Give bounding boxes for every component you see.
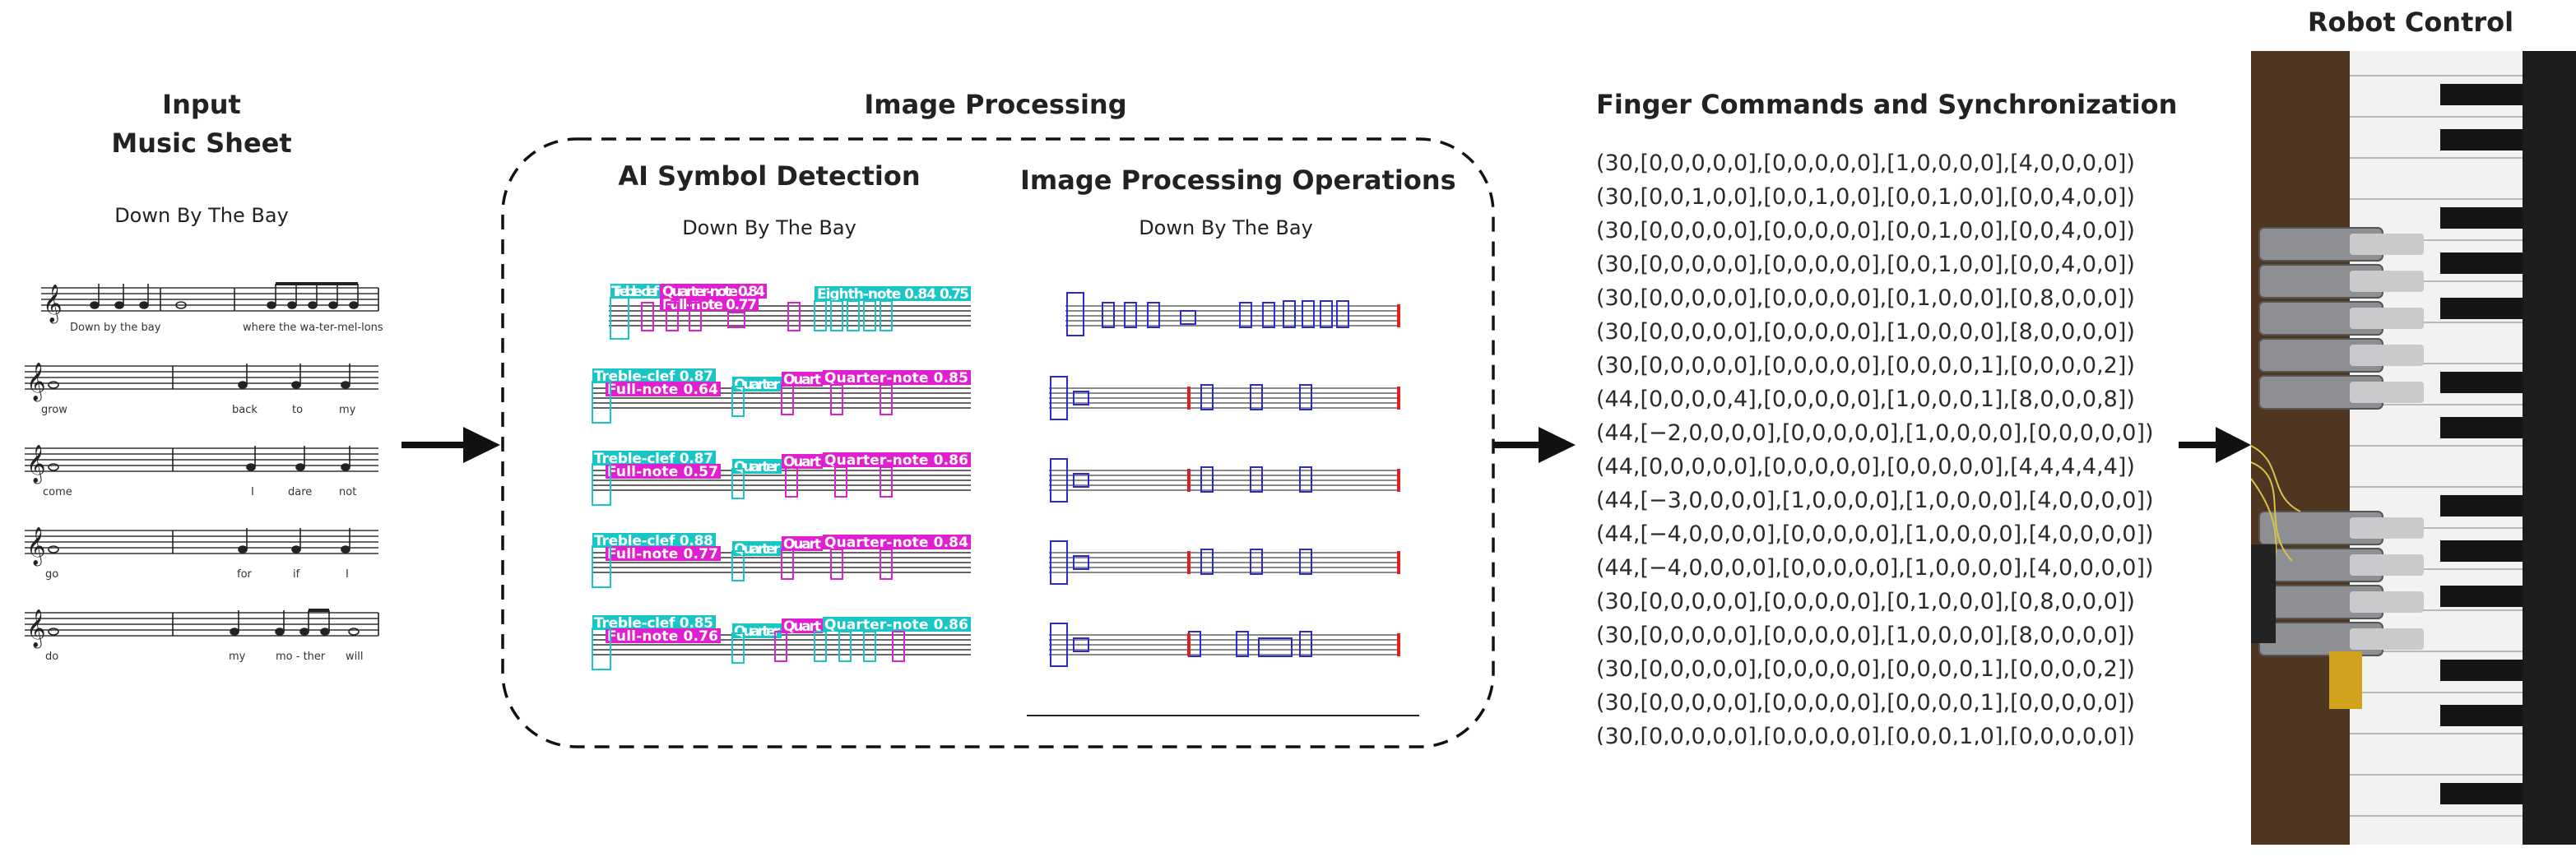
lyric-will: will: [346, 651, 363, 663]
command-line: (30,[0,0,1,0,0],[0,0,1,0,0],[0,0,1,0,0],…: [1596, 184, 2135, 210]
command-line: (30,[0,0,0,0,0],[0,0,0,0,0],[0,0,1,0,0],…: [1596, 252, 2135, 277]
lyric-come: come: [43, 486, 72, 498]
lyric-not: not: [339, 486, 356, 498]
lyric-i: I: [251, 486, 254, 498]
ai-label-row2-c: Quarter: [734, 377, 781, 393]
ai-label-row5-b: Full-note 0.76: [607, 628, 718, 645]
ai-label-row1-d: Eighth-note 0.84: [817, 286, 936, 303]
ai-label-row5-c: Quarter: [734, 623, 781, 640]
lyric-back: back: [232, 404, 258, 416]
robot-heading: Robot Control: [2307, 7, 2514, 38]
ai-label-row3-e: Quarter-note 0.86: [824, 452, 968, 469]
operations-heading: Image Processing Operations: [1020, 164, 1456, 196]
ai-detection-sheet: Treble-clef Quarter-note 0.84 Full-note …: [592, 284, 971, 670]
svg-text:𝄞: 𝄞: [26, 609, 46, 649]
command-line: (30,[0,0,0,0,0],[0,0,0,0,0],[0,1,0,0,0],…: [1596, 589, 2135, 614]
lyric-mother: mo - ther: [276, 651, 326, 663]
ai-label-row4-a: Treble-clef 0.88: [594, 533, 713, 549]
ai-label-row1-c: Full-note 0.77: [662, 297, 757, 313]
ai-detection-heading: AI Symbol Detection: [618, 160, 921, 192]
arrow-processing-to-commands: [1493, 427, 1576, 463]
ai-label-row4-e: Quarter-note 0.84: [824, 535, 968, 551]
command-line: (44,[−4,0,0,0,0],[0,0,0,0,0],[1,0,0,0,0]…: [1596, 555, 2154, 581]
operations-song-title: Down By The Bay: [1139, 216, 1313, 239]
ai-label-row2-e: Quarter-note 0.85: [824, 370, 968, 387]
lyric-if: if: [293, 568, 300, 581]
lyric-do: do: [45, 651, 58, 663]
svg-text:𝄞: 𝄞: [26, 363, 46, 402]
svg-text:𝄞: 𝄞: [43, 285, 63, 324]
ai-label-row1-b: Quarter-note 0.84: [662, 284, 765, 300]
ai-detection-song-title: Down By The Bay: [682, 216, 856, 239]
ai-label-row3-c: Quarter: [734, 459, 781, 475]
command-line: (30,[0,0,0,0,0],[0,0,0,0,0],[0,0,1,0,0],…: [1596, 218, 2135, 243]
input-heading-line1: Input: [162, 89, 241, 120]
command-line: (30,[0,0,0,0,0],[0,0,0,0,0],[0,1,0,0,0],…: [1596, 285, 2135, 311]
command-line: (30,[0,0,0,0,0],[0,0,0,0,0],[1,0,0,0,0],…: [1596, 319, 2135, 345]
lyric-to: to: [292, 404, 303, 416]
lyric-my-2: my: [229, 651, 246, 663]
lyric-i-2: I: [346, 568, 349, 581]
ai-label-row2-a: Treble-clef 0.87: [594, 368, 713, 385]
ai-label-row5-a: Treble-clef 0.85: [594, 615, 713, 632]
input-sheet-music: 𝄞 𝄞 𝄞 𝄞 𝄞: [25, 282, 383, 663]
lyric-for: for: [237, 568, 253, 581]
ai-label-row3-a: Treble-clef 0.87: [594, 451, 713, 467]
command-line: (44,[0,0,0,0,0],[0,0,0,0,0],[0,0,0,0,0],…: [1596, 454, 2135, 479]
command-line: (30,[0,0,0,0,0],[0,0,0,0,0],[0,0,0,0,1],…: [1596, 656, 2135, 682]
arrow-commands-to-robot: [2179, 427, 2251, 463]
lyric-grow: grow: [41, 404, 67, 416]
processing-heading: Image Processing: [864, 89, 1127, 120]
command-line: (30,[0,0,0,0,0],[0,0,0,0,0],[1,0,0,0,0],…: [1596, 623, 2135, 648]
svg-text:𝄞: 𝄞: [26, 445, 46, 484]
svg-text:𝄞: 𝄞: [26, 527, 46, 567]
lyric-dare: dare: [288, 486, 312, 498]
lyric-go: go: [45, 568, 58, 581]
command-line: (44,[−2,0,0,0,0],[0,0,0,0,0],[1,0,0,0,0]…: [1596, 420, 2154, 446]
ai-label-row5-e: Quarter-note 0.86: [824, 617, 968, 633]
command-line: (30,[0,0,0,0,0],[0,0,0,0,0],[1,0,0,0,0],…: [1596, 151, 2135, 176]
lyric-down-by-the-bay: Down by the bay: [70, 322, 161, 334]
command-line: (30,[0,0,0,0,0],[0,0,0,0,0],[0,0,0,0,1],…: [1596, 353, 2135, 378]
ai-label-row1-a: Treble-clef: [611, 284, 660, 300]
commands-heading: Finger Commands and Synchronization: [1596, 89, 2178, 120]
commands-list: (30,[0,0,0,0,0],[0,0,0,0,0],[1,0,0,0,0],…: [1596, 146, 2156, 745]
lyric-my: my: [339, 404, 356, 416]
robot-piano-photo: [2251, 51, 2576, 845]
input-heading-line2: Music Sheet: [111, 127, 292, 159]
operations-sheet: [1027, 292, 1419, 716]
command-line: (44,[−3,0,0,0,0],[1,0,0,0,0],[1,0,0,0,0]…: [1596, 488, 2154, 513]
input-song-title: Down By The Bay: [114, 204, 289, 227]
ai-label-row1-e: 0.75: [940, 286, 969, 303]
command-line: (30,[0,0,0,0,0],[0,0,0,0,0],[0,0,0,1,0],…: [1596, 724, 2135, 745]
ai-label-row5-d: Quart: [783, 618, 821, 635]
ai-label-row4-c: Quarter: [734, 541, 781, 558]
arrow-input-to-processing: [401, 427, 500, 463]
lyric-watermelons: where the wa-ter-mel-lons: [243, 322, 383, 334]
ai-label-row3-b: Full-note 0.57: [607, 464, 718, 480]
command-line: (44,[−4,0,0,0,0],[0,0,0,0,0],[1,0,0,0,0]…: [1596, 521, 2154, 547]
command-line: (44,[0,0,0,0,4],[0,0,0,0,0],[1,0,0,0,1],…: [1596, 387, 2135, 412]
ai-label-row2-b: Full-note 0.64: [607, 382, 718, 398]
ai-label-row4-b: Full-note 0.77: [607, 546, 718, 563]
command-line: (30,[0,0,0,0,0],[0,0,0,0,0],[0,0,0,0,1],…: [1596, 690, 2135, 716]
